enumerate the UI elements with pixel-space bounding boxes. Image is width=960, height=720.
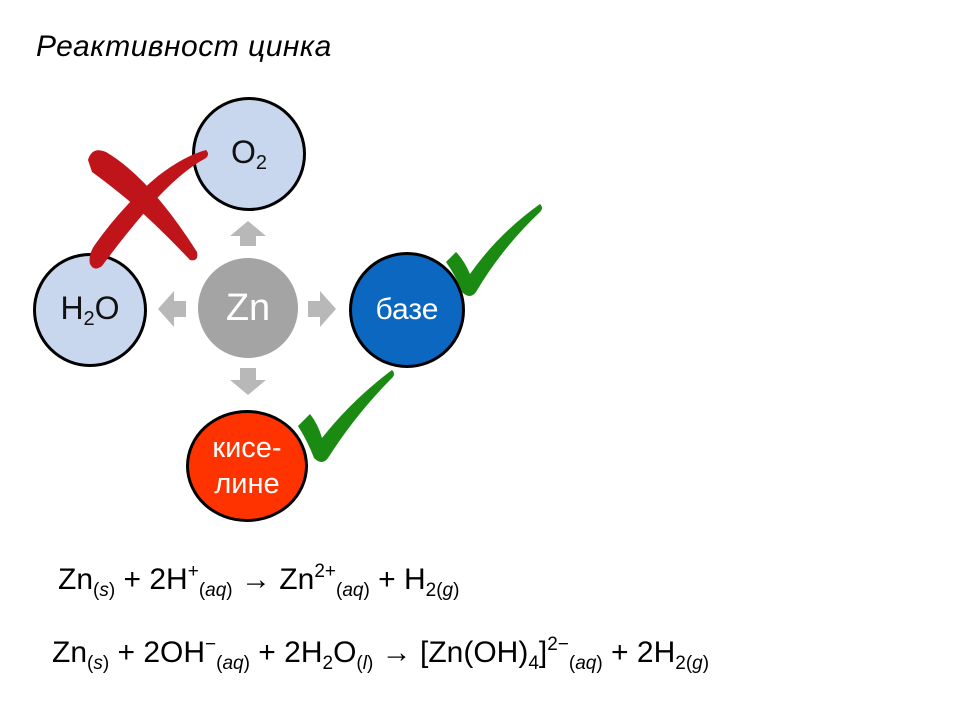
equation-base: Zn(s) + 2OH−(aq) + 2H2O(l) → [Zn(OH)4]2−… xyxy=(52,634,710,674)
o2-subscript: 2 xyxy=(255,151,267,174)
slide-title: Реактивност цинка xyxy=(36,30,332,63)
arrow-left xyxy=(158,291,186,327)
zn-label: Zn xyxy=(225,286,271,329)
equation-acid: Zn(s) + 2H+(aq) → Zn2+(aq) + H2(g) xyxy=(58,561,460,601)
arrow-right xyxy=(308,291,336,327)
base-label: базе xyxy=(375,293,439,326)
check-acid-icon xyxy=(298,370,394,462)
h2o-label-o: O xyxy=(94,289,120,326)
h2o-subscript: 2 xyxy=(83,307,95,330)
o2-label: O xyxy=(230,133,256,170)
acid-label-line2: лине xyxy=(214,468,280,500)
zn-circle: Zn xyxy=(195,255,301,361)
arrow-down xyxy=(230,368,266,395)
arrow-up xyxy=(230,221,266,246)
h2o-circle: H2O xyxy=(33,253,147,367)
check-base-icon xyxy=(446,204,542,296)
acid-label-line1: кисе- xyxy=(212,432,282,464)
base-circle: базе xyxy=(349,252,465,368)
red-cross-icon xyxy=(88,150,208,269)
acid-circle: кисе- лине xyxy=(186,410,308,522)
o2-circle: O2 xyxy=(192,97,306,211)
reaction-arrow: → xyxy=(373,636,420,669)
h2o-label-h: H xyxy=(60,289,84,326)
reaction-arrow: → xyxy=(232,563,280,596)
